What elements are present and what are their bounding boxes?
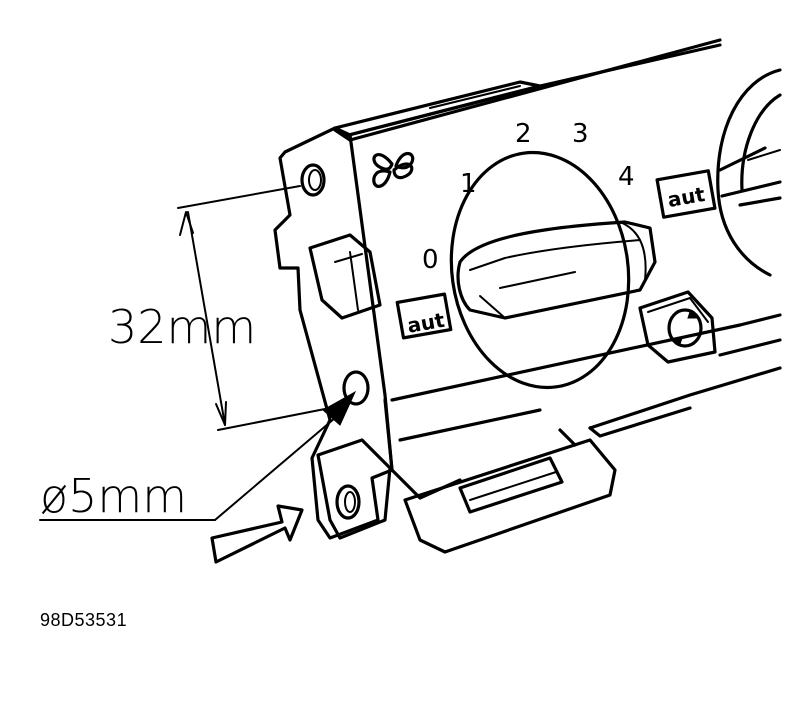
bottom-connector: [403, 428, 617, 554]
svg-text:aut: aut: [405, 308, 446, 338]
svg-text:ø5mm: ø5mm: [40, 469, 187, 523]
dial-position-1: 1: [460, 169, 477, 199]
dial-position-2: 2: [515, 119, 532, 149]
figure-reference-id: 98D53531: [40, 610, 128, 630]
aut-label-right: aut: [655, 169, 717, 219]
dial-position-4: 4: [618, 162, 635, 192]
svg-text:aut: aut: [666, 182, 707, 212]
dial-position-3: 3: [572, 119, 589, 149]
mounting-tab-lower: [316, 438, 392, 540]
dial-position-0: 0: [422, 245, 439, 275]
mounting-hole-middle: [342, 370, 370, 406]
hole-pointer: [322, 390, 357, 426]
recirculation-icon: [667, 308, 703, 348]
aut-label-left: aut: [395, 292, 453, 340]
dial-bezel: [449, 150, 631, 390]
dimension-5mm: ø5mm: [39, 417, 336, 523]
mounting-tab-upper: [308, 233, 382, 320]
fan-icon: [372, 151, 415, 188]
svg-text:32mm: 32mm: [108, 300, 256, 354]
faceplate: [273, 38, 782, 540]
arrow-icon: [210, 504, 304, 564]
dimension-32mm: 32mm: [108, 185, 331, 431]
mounting-hole-top: [300, 163, 326, 197]
right-knob-partial: [716, 68, 782, 277]
dial-knob[interactable]: [456, 220, 657, 320]
mounting-hole-bottom: [335, 484, 361, 520]
recirculation-button[interactable]: [638, 290, 717, 364]
